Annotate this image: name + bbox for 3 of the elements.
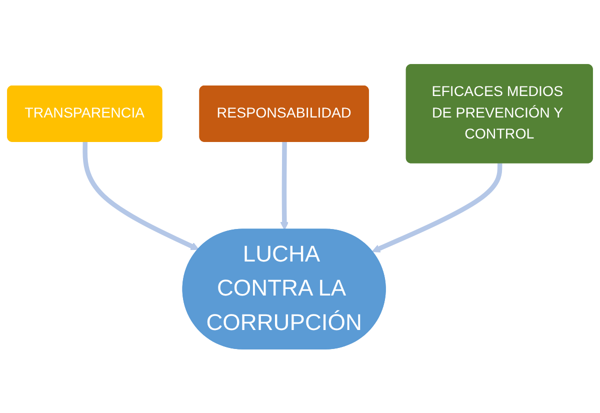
arrow <box>372 163 502 252</box>
arrow <box>82 142 200 250</box>
arrow <box>280 142 289 230</box>
